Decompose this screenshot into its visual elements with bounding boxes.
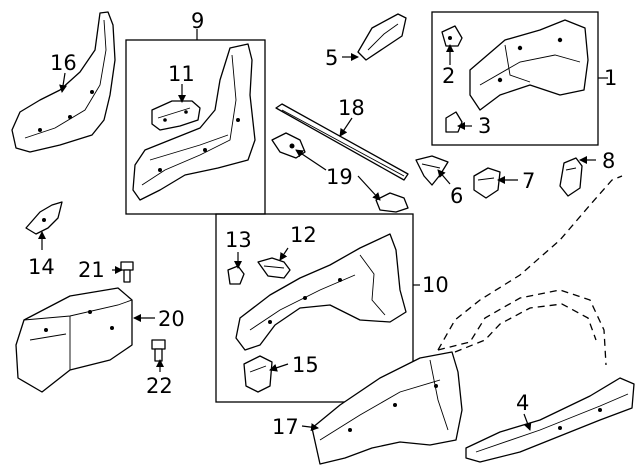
callout-13: 13 — [225, 228, 252, 252]
callout-18: 18 — [338, 96, 365, 120]
callout-6: 6 — [450, 184, 463, 208]
callout-22: 22 — [146, 374, 173, 398]
part-5-bracket — [357, 13, 407, 61]
callout-19: 19 — [326, 165, 353, 189]
part-2-gusset — [441, 25, 463, 47]
part-9-hinge-pillar — [132, 43, 256, 201]
part-16-pillar-reinforcement — [11, 11, 116, 153]
callout-15: 15 — [292, 353, 319, 377]
callout-4: 4 — [516, 391, 529, 415]
part-22-bolt — [151, 339, 166, 362]
part-15-bracket — [243, 355, 273, 393]
group-box-10 — [215, 213, 414, 403]
callout-16: 16 — [50, 51, 77, 75]
part-1-apron-assembly — [469, 19, 589, 111]
part-13-clip — [227, 265, 245, 285]
callout-labels: 16 9 11 5 2 1 3 18 19 6 7 8 14 21 20 22 … — [28, 9, 617, 439]
group-box-9 — [125, 39, 266, 215]
part-12-bracket — [257, 257, 291, 279]
part-21-bolt — [120, 261, 134, 283]
part-3-plate — [445, 111, 463, 133]
callout-20: 20 — [158, 307, 185, 331]
part-11-bracket — [151, 100, 201, 131]
callout-12: 12 — [290, 223, 317, 247]
callout-14: 14 — [28, 255, 55, 279]
callout-17: 17 — [272, 415, 299, 439]
callout-3: 3 — [478, 114, 491, 138]
part-8-bracket — [559, 157, 583, 197]
callout-11: 11 — [168, 62, 195, 86]
callout-10: 10 — [422, 273, 449, 297]
part-10-wheelhouse — [235, 233, 407, 351]
callout-1: 1 — [604, 66, 617, 90]
part-20-crash-box — [15, 287, 133, 393]
part-4-lower-rail — [465, 377, 635, 463]
part-7-bracket — [473, 167, 501, 199]
callout-5: 5 — [325, 46, 338, 70]
fender-outline — [437, 175, 623, 366]
part-18-support-bar — [275, 103, 409, 181]
callout-7: 7 — [522, 169, 535, 193]
callout-2: 2 — [442, 64, 455, 88]
part-17-inner-wheelhouse — [311, 351, 463, 465]
callout-9: 9 — [191, 9, 204, 33]
part-6-bracket — [415, 155, 449, 186]
callout-21: 21 — [78, 258, 105, 282]
callout-8: 8 — [602, 149, 615, 173]
leader-lines — [38, 29, 608, 432]
part-14-bracket — [25, 201, 63, 235]
